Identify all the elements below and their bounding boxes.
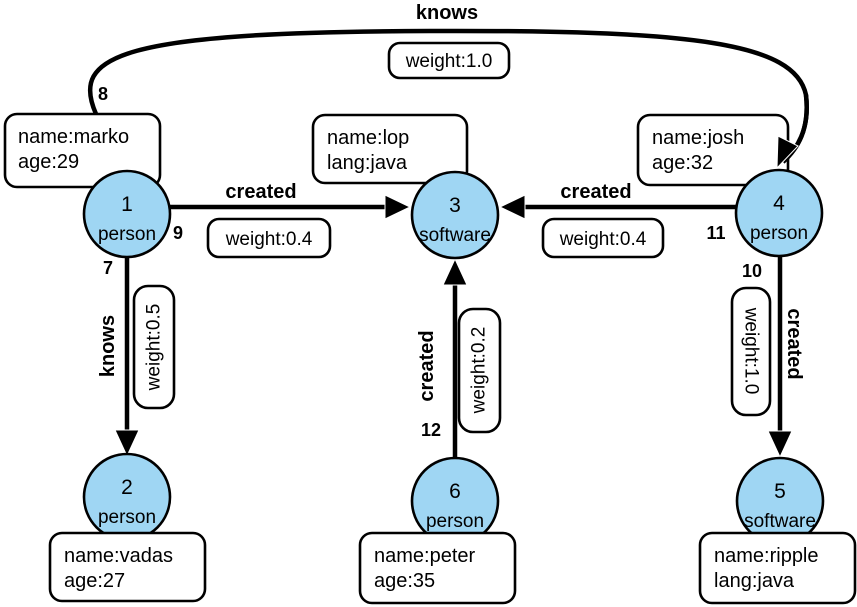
vertex-3-properties-box: name:lop lang:java — [311, 113, 469, 185]
vertex-1-prop-line2: age:29 — [18, 151, 79, 173]
edge-created-1-3-weight: weight:0.4 — [225, 229, 313, 250]
vertex-6-prop-line1: name:peter — [374, 545, 476, 567]
vertex-5-prop-line1: name:ripple — [714, 545, 819, 567]
vertex-1-properties-box: name:marko age:29 — [3, 112, 162, 189]
edge-knows-1-2-weight: weight:0.5 — [144, 304, 165, 392]
vertex-3-circle[interactable] — [410, 170, 500, 260]
arrowhead-into-vertex-3-left-icon — [384, 194, 412, 220]
edge-created-4-5-weight: weight:1.0 — [741, 307, 762, 395]
vertex-4-type-label: person — [750, 223, 808, 244]
vertex-2-properties-box: name:vadas age:27 — [48, 531, 207, 603]
vertex-2-prop-line1: name:vadas — [64, 545, 173, 567]
vertex-5-type-label: software — [744, 511, 816, 532]
arrowhead-into-vertex-3-bottom-icon — [442, 257, 468, 286]
edge-id-12: 12 — [421, 420, 441, 440]
vertex-2-prop-line2: age:27 — [64, 570, 125, 592]
vertex-5-properties-box: name:ripple lang:java — [698, 531, 857, 605]
edge-created-4-3-label: created — [560, 181, 631, 203]
vertex-5[interactable]: 5 software — [735, 456, 825, 546]
vertex-6-properties-box: name:peter age:35 — [358, 531, 517, 605]
edge-created-1-3-weight-box: weight:0.4 — [206, 217, 332, 259]
edge-knows-1-4-weight: weight:1.0 — [405, 51, 493, 72]
vertex-3-prop-line2: lang:java — [327, 152, 408, 174]
edge-created-4-5-weight-box: weight:1.0 — [730, 286, 772, 417]
edge-created-1-3-label: created — [225, 181, 296, 203]
edge-knows-1-4-weight-box: weight:1.0 — [387, 41, 511, 80]
vertex-6-prop-line2: age:35 — [374, 570, 435, 592]
edge-knows-1-2-weight-box: weight:0.5 — [132, 284, 176, 410]
edge-created-6-3-weight: weight:0.2 — [469, 327, 490, 415]
vertex-3-type-label: software — [419, 225, 491, 246]
vertex-2-id-label: 2 — [121, 476, 133, 499]
vertex-3-prop-line1: name:lop — [327, 127, 409, 149]
edge-id-10: 10 — [742, 261, 762, 281]
edge-created-6-3-weight-box: weight:0.2 — [457, 307, 502, 434]
vertex-5-prop-line2: lang:java — [714, 570, 795, 592]
edge-created-4-3-weight: weight:0.4 — [559, 229, 647, 250]
vertex-2-type-label: person — [98, 507, 156, 528]
edge-id-7: 7 — [103, 258, 113, 278]
vertex-6[interactable]: 6 person — [410, 456, 500, 546]
vertex-1-prop-line1: name:marko — [18, 126, 129, 148]
vertex-3-id-label: 3 — [449, 194, 461, 217]
vertex-4-properties-box: name:josh age:32 — [636, 113, 790, 187]
edge-id-9: 9 — [173, 223, 183, 243]
vertex-6-type-label: person — [426, 511, 484, 532]
edge-created-4-5-label: created — [783, 308, 805, 379]
arrowhead-into-vertex-2-icon — [114, 429, 140, 458]
vertex-2[interactable]: 2 person — [82, 452, 172, 542]
edge-id-11: 11 — [706, 223, 725, 243]
arrowhead-into-vertex-5-icon — [767, 430, 793, 459]
arrowhead-into-vertex-4-icon2 — [776, 135, 799, 170]
vertex-6-id-label: 6 — [449, 480, 461, 503]
vertex-5-id-label: 5 — [774, 480, 786, 503]
vertex-1[interactable]: 1 person — [82, 169, 172, 259]
edge-id-8: 8 — [98, 84, 108, 104]
edge-created-4-3-weight-box: weight:0.4 — [541, 217, 665, 259]
vertex-3[interactable]: 3 software — [410, 170, 500, 260]
vertex-4-circle[interactable] — [734, 168, 824, 258]
arrowhead-into-vertex-3-right-icon — [498, 194, 526, 220]
vertex-4-id-label: 4 — [773, 192, 785, 215]
vertex-1-circle[interactable] — [82, 169, 172, 259]
vertex-4[interactable]: 4 person — [734, 168, 824, 258]
vertex-4-prop-line2: age:32 — [652, 152, 713, 174]
vertex-1-id-label: 1 — [121, 193, 133, 216]
edge-knows-1-2-label: knows — [97, 315, 119, 377]
edge-knows-1-4-label: knows — [416, 2, 478, 24]
vertex-1-type-label: person — [98, 224, 156, 245]
edge-created-6-3-label: created — [416, 330, 438, 401]
vertex-4-prop-line1: name:josh — [652, 127, 744, 149]
